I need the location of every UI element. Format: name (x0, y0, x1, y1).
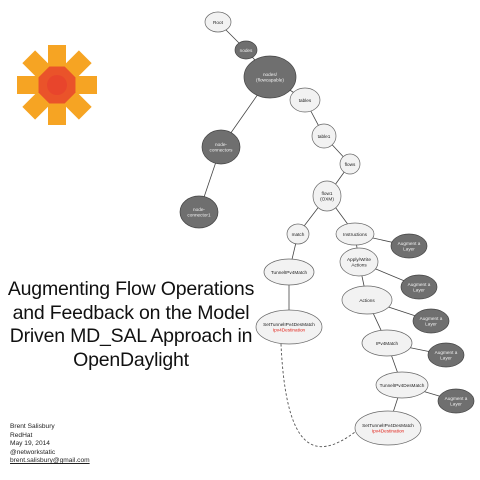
tree-node-tunnel-match: TunnelIPv4Match (263, 258, 315, 286)
node-shape (312, 180, 342, 212)
tree-node-nodes: nodes (234, 40, 258, 60)
author-handle: @networkstatic (10, 448, 56, 456)
tree-nodes: Rootnodesnodes/(flowcapable)node-connect… (179, 11, 475, 446)
node-label: Layer (425, 322, 437, 327)
tree-node-ipv4match: IPv4Match (361, 329, 413, 357)
node-shape (390, 233, 428, 259)
node-label: TunnelIPv4Match (271, 270, 308, 275)
node-label: SetTunnelIPv4DesMatch (263, 322, 315, 327)
node-label: Apply/Write (347, 257, 371, 262)
node-label: Augment a (445, 396, 468, 401)
node-label: connector1 (187, 213, 211, 218)
node-shape (354, 410, 422, 446)
slide-title: Augmenting Flow Operations and Feedback … (0, 278, 262, 372)
node-label: Layer (403, 247, 415, 252)
node-label: Layer (413, 288, 425, 293)
node-shape (339, 153, 361, 175)
title-line-2: and Feedback on the Model (12, 301, 250, 324)
node-shape (204, 11, 232, 33)
node-label: flow1 (322, 191, 333, 196)
tree-node-flow1: flow1(OXM) (312, 180, 342, 212)
node-label: Augment a (408, 282, 431, 287)
node-label: node- (215, 142, 227, 147)
tree-node-node-connectors: node-connectors (201, 129, 241, 165)
tree-node-node-connector1: node-connector1 (179, 195, 219, 229)
node-label: connectors (210, 148, 234, 153)
tree-node-node-flowcapable: nodes/(flowcapable) (243, 55, 297, 99)
tree-node-root: Root (204, 11, 232, 33)
node-label: Augment a (398, 241, 421, 246)
node-label: flows (345, 162, 356, 167)
tree-node-instructions: Instructions (335, 222, 375, 246)
node-shape (400, 274, 438, 300)
node-label: Actions (359, 298, 375, 303)
node-shape (412, 308, 450, 334)
tree-node-actions: Actions (341, 285, 393, 315)
node-shape (255, 309, 323, 345)
node-shape (437, 388, 475, 414)
opendaylight-logo-icon (17, 45, 97, 125)
author-date: May 19, 2014 (10, 440, 50, 447)
node-shape (311, 123, 337, 149)
node-label: Actions (351, 263, 367, 268)
node-shape (234, 40, 258, 60)
node-label: tables (299, 98, 312, 103)
node-label: Layer (440, 356, 452, 361)
node-label: (flowcapable) (256, 78, 284, 83)
author-name: Brent Salisbury (10, 423, 55, 430)
node-label: nodes (240, 48, 253, 53)
edge-set_tunnel_1-set_tunnel_2 (280, 343, 356, 448)
node-label: Instructions (343, 232, 368, 237)
node-label: (OXM) (320, 197, 334, 202)
node-label: table1 (318, 134, 331, 139)
node-label: Augment a (435, 350, 458, 355)
title-line-1: Augmenting Flow Operations (7, 278, 255, 300)
node-shape (263, 258, 315, 286)
tree-node-tunnel-des-match: TunnelIPv4DesMatch (375, 371, 429, 399)
node-shape (375, 371, 429, 399)
node-label: Augment a (420, 316, 443, 321)
node-shape (361, 329, 413, 357)
title-line-4: OpenDaylight (73, 348, 189, 371)
node-label: match (292, 232, 305, 237)
author-block: Brent Salisbury RedHat May 19, 2014 @net… (10, 423, 90, 466)
node-shape (335, 222, 375, 246)
tree-node-match: match (286, 223, 310, 245)
tree-node-flows: flows (339, 153, 361, 175)
node-shape (179, 195, 219, 229)
node-sublabel: Ipv4Destination (372, 429, 405, 434)
node-label: node- (193, 207, 205, 212)
title-line-3: Driven MD_SAL Approach in (9, 325, 253, 347)
node-label: SetTunnelIPv4DesMatch (362, 423, 414, 428)
node-shape (201, 129, 241, 165)
node-shape (289, 87, 321, 113)
node-label: Root (213, 20, 224, 25)
node-shape (286, 223, 310, 245)
author-email-link[interactable]: brent.salisbury@gmail.com (10, 457, 90, 464)
node-shape (341, 285, 393, 315)
logo-center (47, 75, 67, 95)
node-sublabel: Ipv4Destination (273, 328, 306, 333)
node-label: nodes/ (263, 72, 278, 77)
tree-node-tables: tables (289, 87, 321, 113)
node-shape (243, 55, 297, 99)
tree-node-table1: table1 (311, 123, 337, 149)
node-shape (427, 342, 465, 368)
node-label: TunnelIPv4DesMatch (380, 383, 425, 388)
node-label: Layer (450, 402, 462, 407)
node-shape (339, 247, 379, 277)
author-company: RedHat (10, 431, 33, 439)
node-label: IPv4Match (376, 341, 399, 346)
